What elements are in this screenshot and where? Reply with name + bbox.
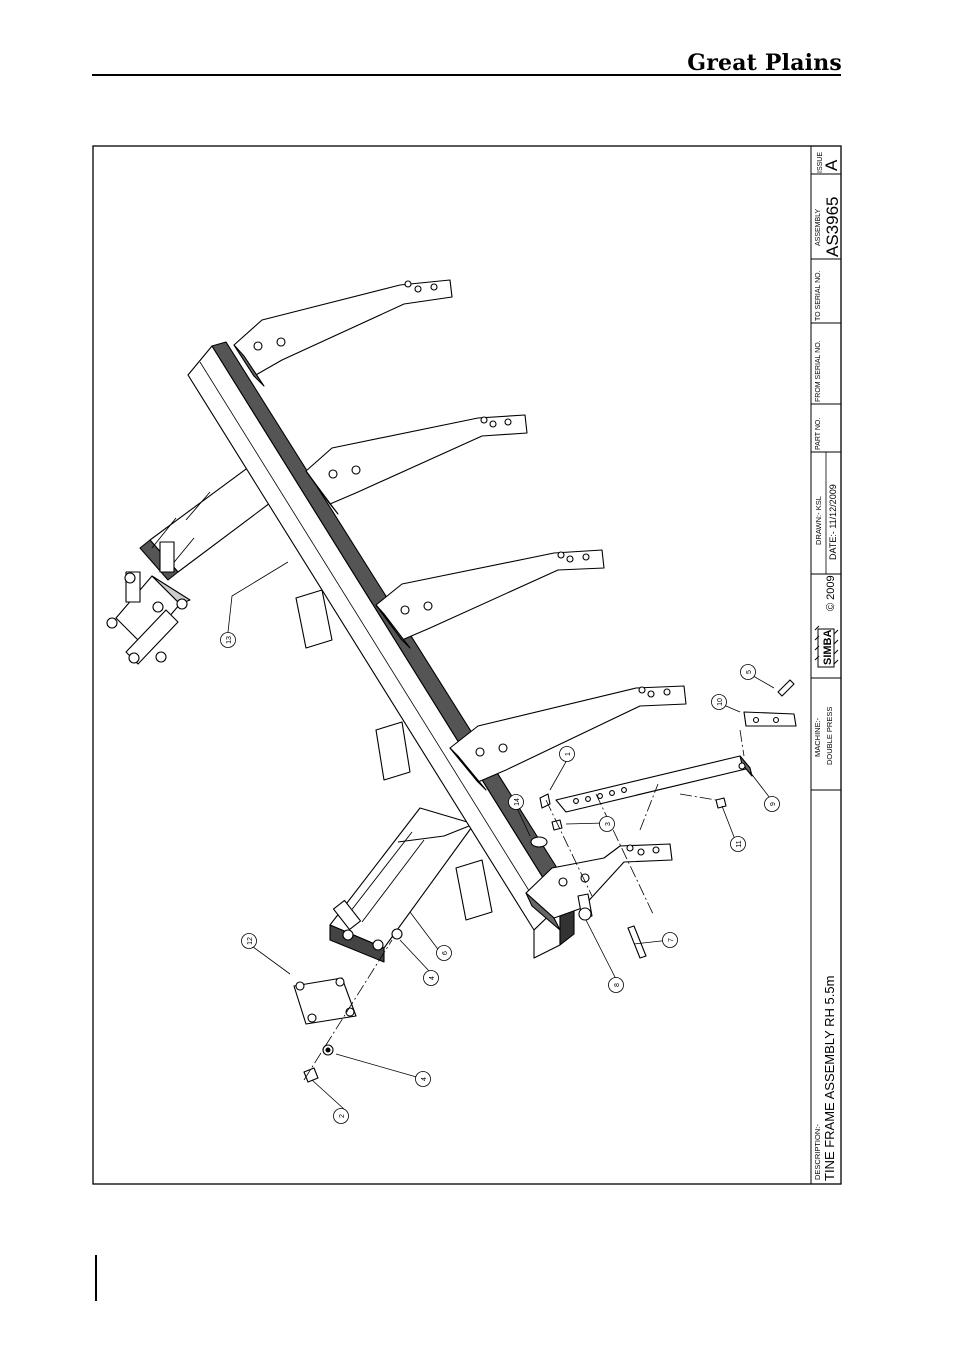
machine-name: DOUBLE PRESS (825, 707, 834, 765)
machine-label: MACHINE:- (813, 717, 822, 757)
tine-frame (107, 280, 796, 1082)
item-balloons: 1 2 3 4 4 5 6 7 8 9 10 11 12 13 14 (221, 633, 780, 1124)
copyright: © 2009 (825, 575, 837, 611)
balloon-5: 5 (741, 665, 756, 680)
plate-clamp (294, 978, 356, 1024)
balloon-1: 1 (560, 747, 575, 762)
svg-text:13: 13 (226, 636, 233, 644)
bolt (628, 926, 646, 958)
svg-text:10: 10 (717, 698, 724, 706)
from-serial-label: FROM SERIAL NO. (815, 340, 822, 402)
svg-text:8: 8 (614, 983, 621, 987)
drawing-frame (93, 146, 841, 1184)
balloon-14: 14 (509, 795, 524, 810)
assembly-label: ASSEMBLY (815, 208, 822, 246)
svg-text:5: 5 (746, 670, 753, 674)
tine-arm (376, 550, 604, 648)
drawing-date: DATE:- 11/12/2009 (828, 484, 838, 560)
svg-text:4: 4 (421, 1077, 428, 1081)
balloon-12: 12 (242, 934, 257, 949)
washer-front (392, 929, 402, 939)
svg-text:12: 12 (247, 937, 254, 945)
simba-logo: SIMBA (815, 626, 838, 667)
balloon-4a: 4 (424, 971, 439, 986)
logo-text: SIMBA (822, 630, 834, 666)
balloon-2: 2 (334, 1109, 349, 1124)
tine-point (744, 712, 796, 726)
svg-text:2: 2 (339, 1114, 346, 1118)
o-ring (531, 837, 547, 847)
description-label: DESCRIPTION:- (813, 1124, 822, 1180)
tine-arm (450, 686, 686, 790)
tine-arm (306, 415, 527, 514)
svg-text:6: 6 (442, 951, 449, 955)
balloon-3: 3 (600, 817, 615, 832)
balloon-13: 13 (221, 633, 236, 648)
issue-value: A (822, 159, 841, 171)
page-margin-rule (95, 1255, 97, 1301)
svg-text:14: 14 (514, 798, 521, 806)
nut (304, 1068, 318, 1082)
svg-text:11: 11 (736, 840, 743, 847)
svg-text:1: 1 (565, 752, 572, 756)
drawn-by: DRAWN:- KSL (814, 496, 823, 545)
balloon-9: 9 (765, 797, 780, 812)
to-serial-label: TO SERIAL NO. (815, 270, 822, 321)
balloon-10: 10 (712, 695, 727, 710)
part-no-label: PART NO. (815, 418, 822, 450)
balloon-11: 11 (731, 837, 746, 852)
balloon-8: 8 (609, 978, 624, 993)
tine-arm (234, 280, 452, 386)
balloon-6: 6 (437, 946, 452, 961)
svg-text:9: 9 (770, 802, 777, 806)
svg-text:3: 3 (605, 822, 612, 826)
front-leg (330, 808, 474, 962)
svg-text:7: 7 (668, 938, 675, 942)
balloon-4b: 4 (416, 1072, 431, 1087)
balloon-7: 7 (663, 933, 678, 948)
svg-text:4: 4 (429, 976, 436, 980)
title-block: ISSUE A ASSEMBLY AS3965 TO SERIAL NO. FR… (811, 146, 842, 1184)
description: TINE FRAME ASSEMBLY RH 5.5m (822, 976, 837, 1181)
assembly-number: AS3965 (823, 197, 842, 258)
